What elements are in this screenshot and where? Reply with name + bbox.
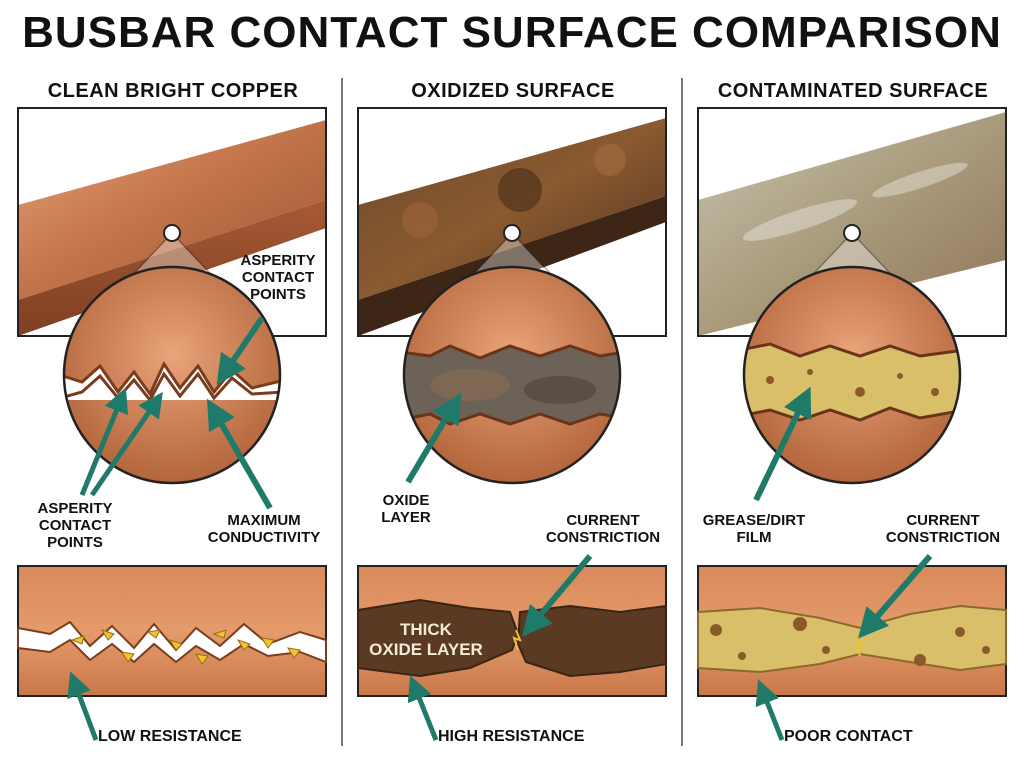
clean-electron-flow xyxy=(70,629,301,665)
callout-current-constriction-contaminated: CURRENT CONSTRICTION xyxy=(885,512,1001,546)
callout-asperity-top: ASPERITY CONTACT POINTS xyxy=(240,252,316,303)
callout-grease-dirt-film: GREASE/DIRT FILM xyxy=(702,512,806,546)
panel-heading-contaminated: CONTAMINATED SURFACE xyxy=(717,80,989,102)
label-thick-oxide-layer: THICK OXIDE LAYER xyxy=(369,620,483,659)
panel-divider-1 xyxy=(341,78,343,746)
label-poor-contact: POOR CONTACT xyxy=(784,728,913,745)
callout-max-conductivity: MAXIMUM CONDUCTIVITY xyxy=(207,512,321,546)
contaminated-contact-strip xyxy=(697,565,1007,697)
clean-contact-strip xyxy=(17,565,327,697)
panel-heading-clean: CLEAN BRIGHT COPPER xyxy=(47,80,299,102)
callout-asperity-bottom: ASPERITY CONTACT POINTS xyxy=(37,500,113,551)
label-high-resistance: HIGH RESISTANCE xyxy=(438,728,585,745)
oxidized-contact-strip xyxy=(357,565,667,697)
callout-current-constriction-oxidized: CURRENT CONSTRICTION xyxy=(545,512,661,546)
callout-oxide-layer: OXIDE LAYER xyxy=(381,492,431,526)
panel-divider-2 xyxy=(681,78,683,746)
label-low-resistance: LOW RESISTANCE xyxy=(98,728,242,745)
panel-heading-oxidized: OXIDIZED SURFACE xyxy=(411,80,615,102)
diagram-title: BUSBAR CONTACT SURFACE COMPARISON xyxy=(22,8,1002,57)
